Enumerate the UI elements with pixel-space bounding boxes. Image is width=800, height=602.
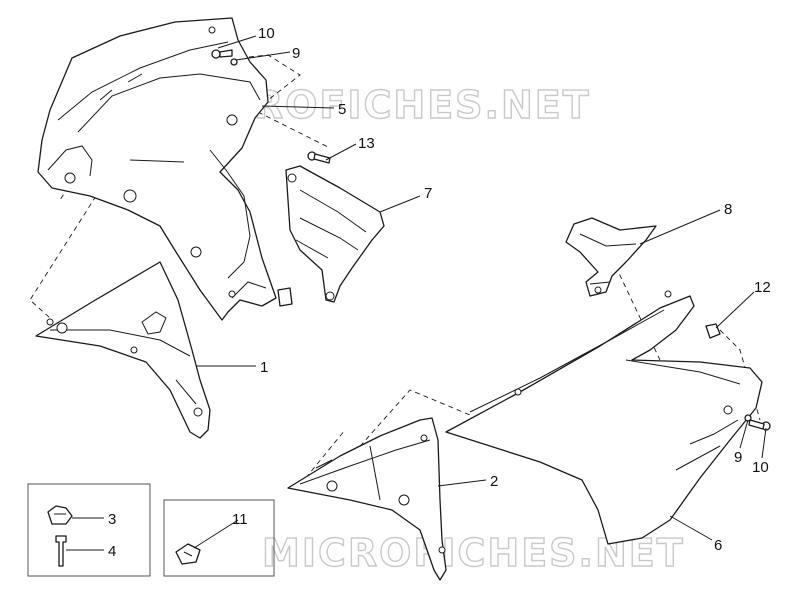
callout-12: 12 — [754, 279, 771, 296]
callout-10-right: 10 — [752, 459, 769, 476]
hardware-box-left — [27, 483, 151, 577]
callout-6: 6 — [714, 537, 722, 554]
callout-5: 5 — [338, 101, 346, 118]
lower-side-bracket — [287, 417, 447, 581]
clip-small — [277, 287, 293, 307]
clip-11 — [175, 543, 201, 565]
callout-4: 4 — [108, 543, 116, 560]
callout-11: 11 — [232, 511, 248, 528]
upper-fairing-shell — [37, 17, 277, 321]
callout-13: 13 — [358, 135, 375, 152]
callout-1: 1 — [260, 359, 268, 376]
leader-lines — [66, 35, 767, 551]
screw-upper — [211, 49, 238, 66]
callouts: 1 2 3 4 5 6 7 8 9 9 10 10 11 12 13 — [108, 25, 771, 560]
screw-13 — [307, 151, 331, 164]
lower-fairing-left — [35, 261, 211, 439]
hardware-box-11 — [163, 499, 275, 577]
inner-bracket — [285, 165, 385, 303]
side-panel — [445, 290, 763, 545]
callout-7: 7 — [424, 185, 432, 202]
screw-4 — [55, 535, 67, 567]
screw-right — [744, 414, 771, 431]
callout-8: 8 — [724, 201, 732, 218]
callout-9-upper: 9 — [292, 45, 300, 62]
nut-3 — [47, 505, 73, 525]
side-bracket — [565, 217, 657, 297]
callout-9-right: 9 — [734, 449, 742, 466]
callout-2: 2 — [490, 473, 498, 490]
callout-10-upper: 10 — [258, 25, 275, 42]
callout-3: 3 — [108, 511, 116, 528]
